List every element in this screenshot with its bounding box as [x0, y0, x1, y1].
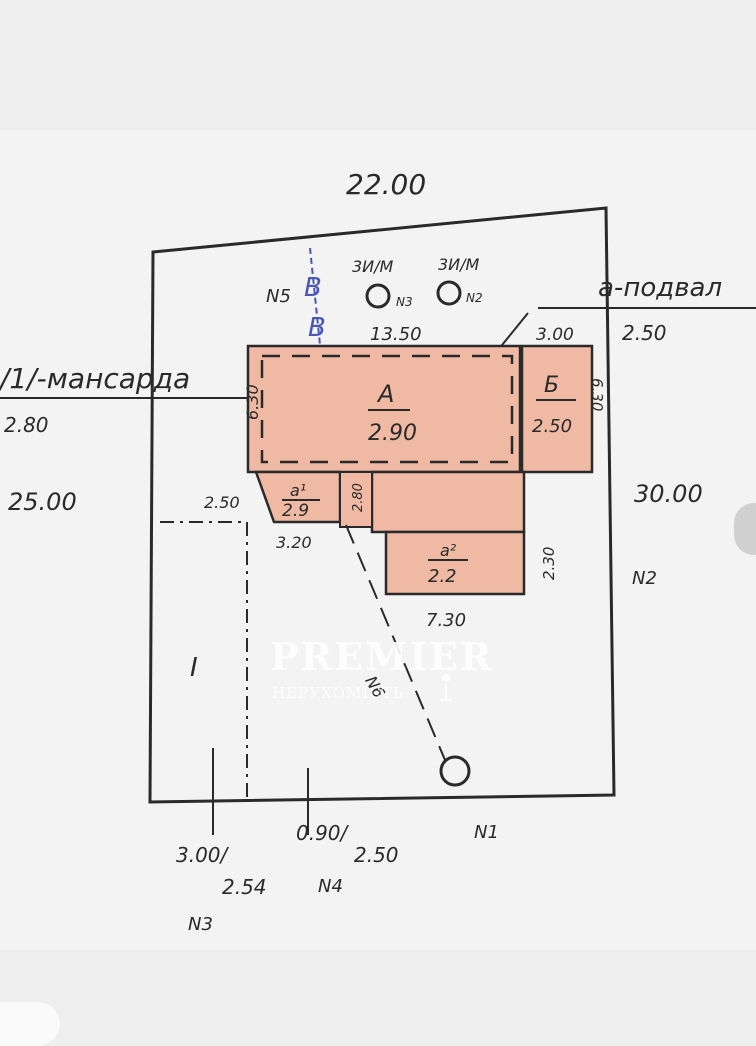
building-a1-side: 2.80 [351, 483, 366, 512]
building-a1-bottom: 3.20 [276, 533, 312, 552]
well-number-1: N3 [396, 295, 413, 309]
label-n4: N4 [318, 876, 343, 897]
mansarda-height: 2.80 [4, 413, 49, 437]
building-a1-step [339, 471, 373, 528]
zone-i-boundary [160, 521, 248, 800]
well-number-2: N2 [466, 291, 483, 305]
building-a-width: 13.50 [370, 324, 422, 345]
blue-marker-line [309, 247, 321, 346]
well-n6-symbol [439, 755, 471, 787]
building-a-depth: 6.30 [243, 384, 262, 420]
building-b-side: 6.30 [588, 378, 606, 411]
zone-i-label: I [190, 653, 198, 683]
well-label-2: 3И/М [438, 255, 480, 274]
building-annex [370, 470, 526, 534]
building-a1-label: а¹ [290, 481, 306, 500]
dim-top: 22.00 [346, 168, 426, 201]
building-a-dashed-outline [260, 354, 514, 464]
well-label-1: 3И/М [352, 257, 394, 276]
building-b-width: 3.00 [536, 325, 574, 345]
podval-pointer-line [497, 312, 529, 351]
podval-label: а-подвал [598, 273, 722, 303]
watermark-brand: PREMIER [270, 634, 494, 679]
building-b-height: 2.50 [532, 416, 572, 437]
plot-boundary [148, 206, 616, 804]
scroll-handle[interactable] [734, 503, 756, 555]
dim-left: 25.00 [8, 488, 77, 516]
mansarda-label: /1/-мансарда [0, 362, 190, 395]
well-n3-symbol [365, 283, 391, 309]
watermark-subtitle: НЕРУХОМІСТЬ [272, 684, 404, 702]
building-a-label: А [376, 380, 394, 408]
watermark-person-icon [440, 674, 452, 701]
building-b-label: Б [544, 373, 559, 398]
building-a1-height: 2.9 [282, 501, 309, 521]
blue-label-b: В [304, 273, 322, 303]
dim-bottom-a2: 2.54 [222, 875, 267, 899]
label-n2: N2 [632, 568, 657, 589]
corner-overlay [0, 1002, 60, 1046]
blue-label-b2: В [308, 313, 326, 343]
building-a2-height: 2.2 [428, 566, 457, 587]
building-a2-width: 7.30 [426, 610, 466, 631]
dim-bottom-b2: 2.50 [354, 843, 399, 867]
building-a-height: 2.90 [368, 421, 417, 446]
dim-right: 30.00 [634, 480, 703, 508]
building-a1-left: 2.50 [204, 493, 240, 512]
label-n5: N5 [266, 286, 291, 307]
building-a2 [384, 530, 526, 596]
network-line [345, 524, 446, 761]
building-a2-side: 2.30 [540, 547, 558, 580]
dim-bottom-b: 0.90/ [296, 821, 350, 845]
label-n1: N1 [474, 822, 499, 843]
dim-bottom-a: 3.00/ [176, 843, 230, 867]
label-n3: N3 [188, 914, 213, 935]
well-n2-symbol [436, 280, 462, 306]
podval-height: 2.50 [622, 321, 667, 345]
paper-sheet [0, 130, 756, 950]
building-b [520, 344, 594, 474]
site-plan-diagram: 22.00 25.00 30.00 3.00/ 2.54 0.90/ 2.50 … [0, 130, 756, 950]
building-a2-label: а² [440, 541, 457, 560]
